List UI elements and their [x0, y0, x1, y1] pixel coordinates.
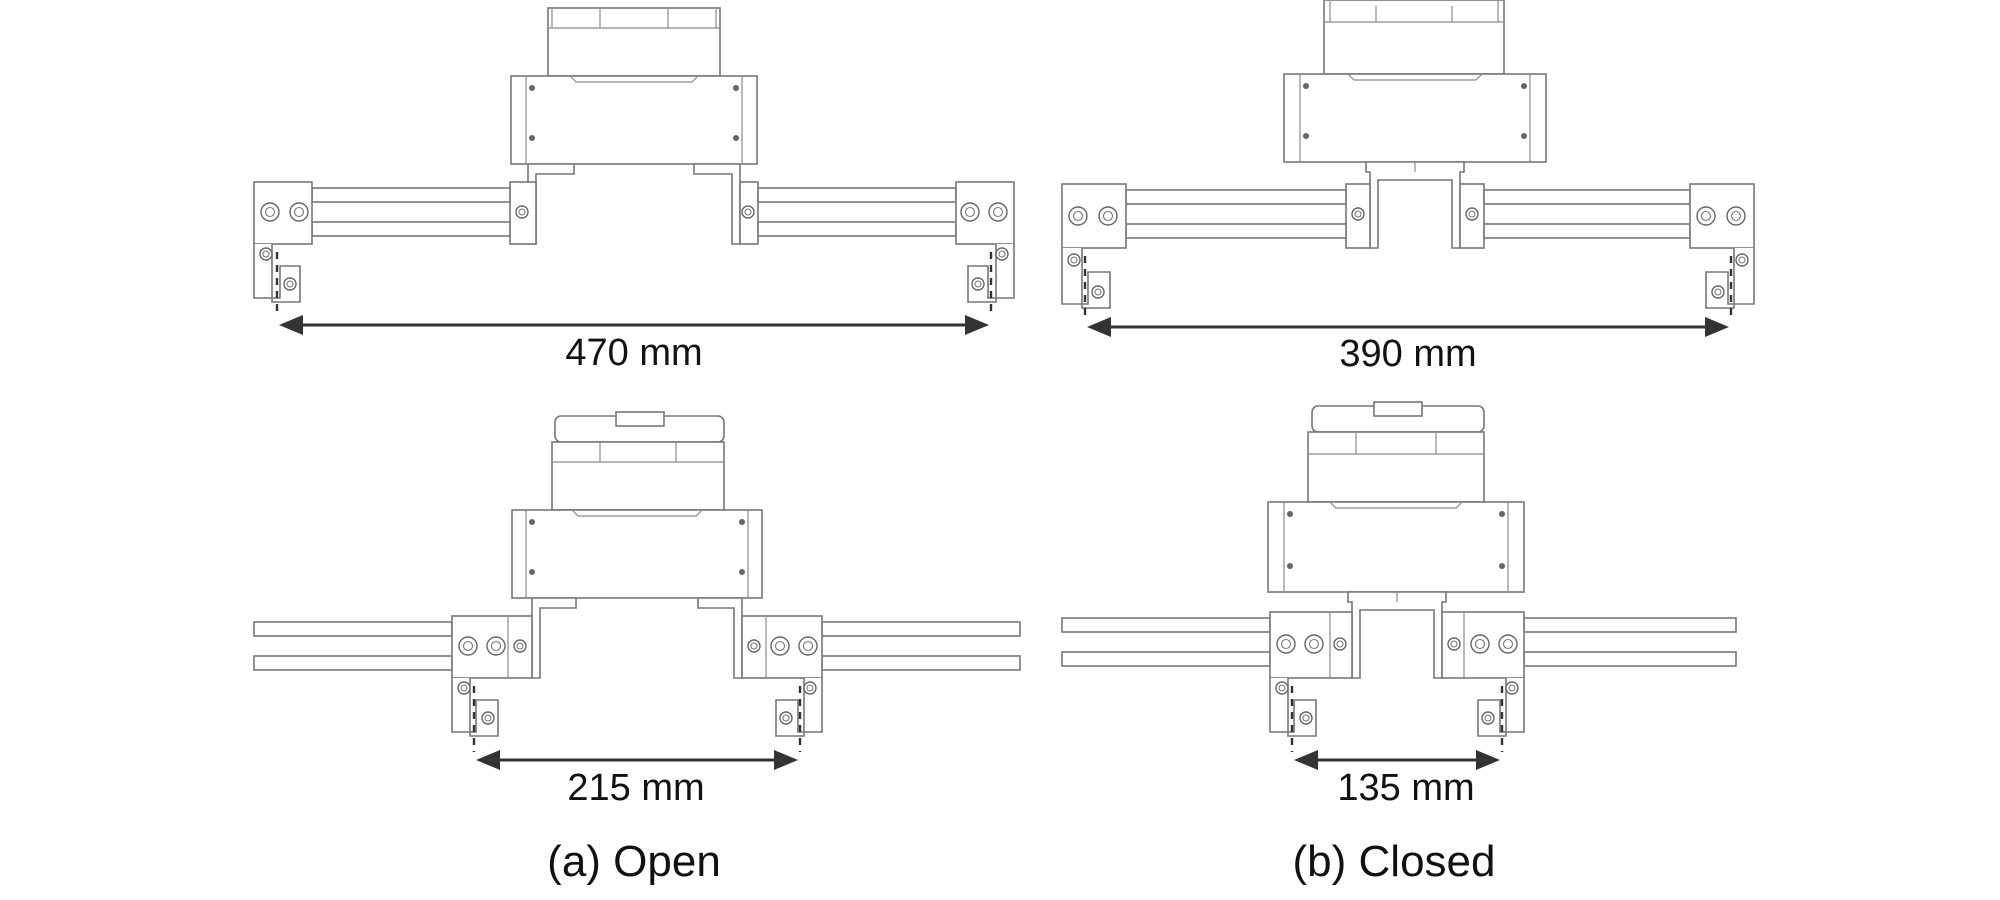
closed-narrow-gripper	[1061, 401, 1737, 737]
caption-closed: (b) Closed	[1293, 837, 1496, 886]
open-narrow-dimension-label: 215 mm	[567, 767, 704, 809]
closed-wide-dimension: 390 mm	[1083, 256, 1733, 375]
open-wide-dimension: 470 mm	[275, 252, 993, 374]
caption-open: (a) Open	[547, 837, 721, 886]
open-narrow-gripper	[253, 411, 1021, 737]
closed-wide-dimension-label: 390 mm	[1339, 333, 1476, 375]
closed-narrow-dimension-label: 135 mm	[1337, 767, 1474, 809]
open-wide-gripper	[253, 7, 1015, 303]
closed-narrow-dimension: 135 mm	[1290, 686, 1504, 809]
closed-wide-gripper	[1061, 0, 1755, 309]
open-wide-dimension-label: 470 mm	[565, 332, 702, 374]
open-narrow-dimension: 215 mm	[472, 686, 802, 809]
